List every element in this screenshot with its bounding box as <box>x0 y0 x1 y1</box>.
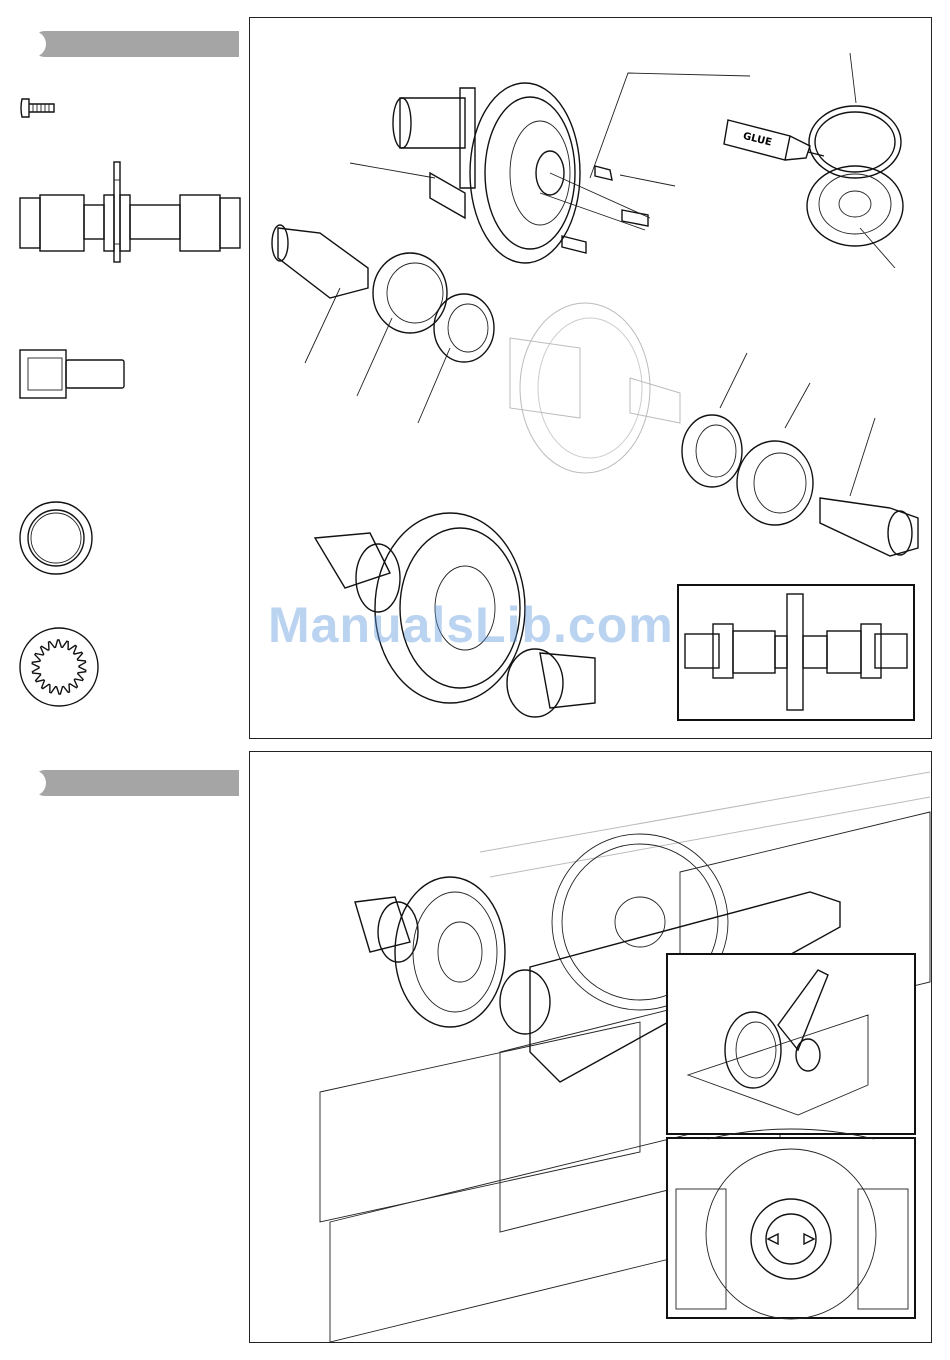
step-1-header-tab <box>32 31 239 57</box>
svg-text:GLUE: GLUE <box>742 131 773 149</box>
pulley-detail <box>668 1139 914 1317</box>
pulley-right <box>737 441 813 525</box>
spool-pulley-top <box>393 83 580 263</box>
step-2-panel <box>249 751 932 1343</box>
ghost-assembly <box>510 303 680 473</box>
bearing-left-2 <box>434 294 494 362</box>
spool-install <box>355 877 550 1034</box>
screws <box>540 166 650 253</box>
bearing-ring-icon <box>18 500 94 576</box>
bearing-ring-part <box>809 106 901 178</box>
screw-icon <box>18 96 58 120</box>
watermark: ManualsLib.com <box>268 596 674 654</box>
spool-side-view-inset <box>677 584 915 721</box>
bearing-right-1 <box>682 415 742 487</box>
drive-cup-right <box>820 498 918 556</box>
bearing-left-1 <box>373 253 447 333</box>
belt-detail <box>668 955 914 1133</box>
pulley-gear-icon <box>18 626 100 708</box>
spool-axle-icon <box>18 160 243 265</box>
belt-detail-inset <box>666 953 916 1135</box>
drive-cup-left <box>272 225 368 298</box>
drive-cup-icon <box>18 348 133 400</box>
spool-side-view <box>679 586 913 719</box>
pulley-detail-inset <box>666 1137 916 1319</box>
